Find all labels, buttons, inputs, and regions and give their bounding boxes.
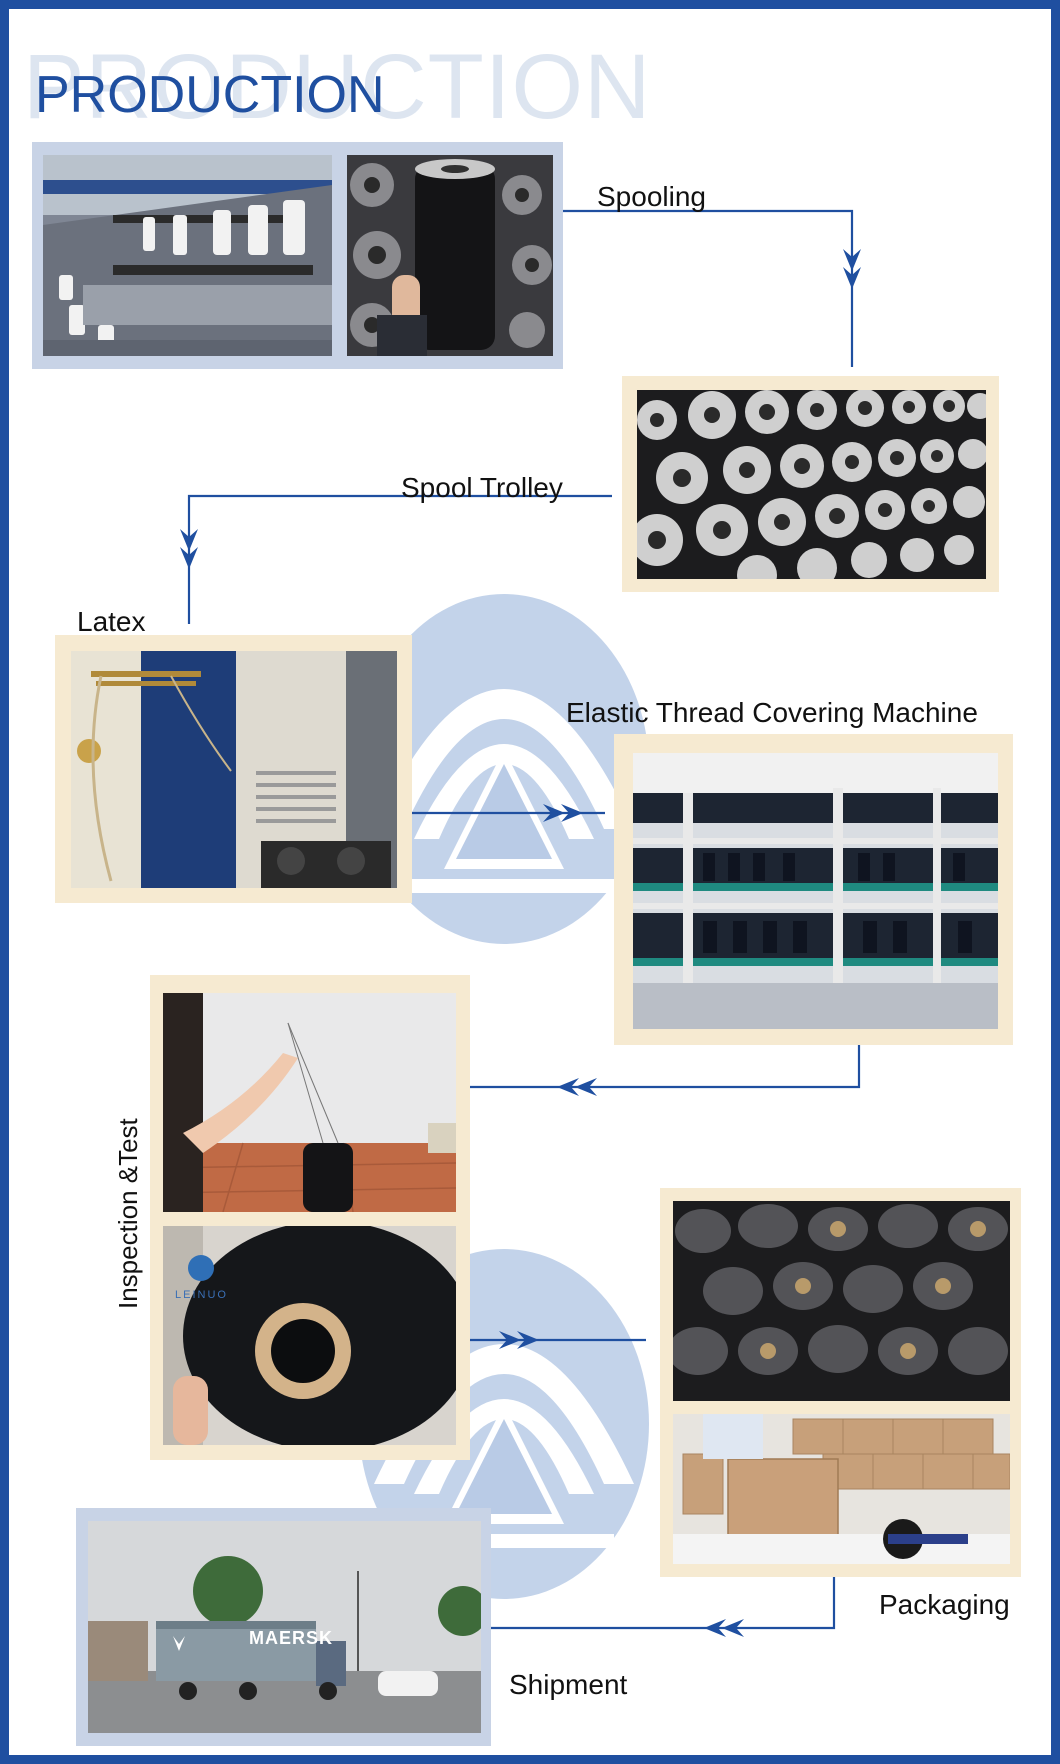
label-shipment: Shipment [509,1669,628,1700]
inspection-spool-closeup-photo [163,1226,456,1445]
label-covering-machine: Elastic Thread Covering Machine [566,697,978,728]
spooling-machine-photo [43,155,332,356]
spool-trolley-photo [637,390,986,579]
packaging-boxes-photo [673,1414,1010,1564]
arrowhead-left [704,1619,726,1637]
latex-machine-photo [71,651,397,888]
arrowhead-down [843,267,861,289]
arrowhead-down [180,547,198,569]
arrowhead-right [561,804,583,822]
arrowhead-left [557,1078,579,1096]
label-latex: Latex [77,606,146,637]
covering-machine-photo [633,753,998,1029]
process-flow-arrows [180,209,861,1637]
label-spool-trolley: Spool Trolley [401,472,563,503]
inspection-test-photo [163,993,456,1212]
arrow-packaging-to-shipment [474,1567,836,1630]
leinuo-brand-text: LEINUO [175,1289,228,1301]
brand-logo-watermark-top [359,594,649,944]
arrowhead-right [517,1331,539,1349]
arrowhead-right [543,804,565,822]
arrowhead-left [575,1078,597,1096]
shipment-truck-photo [88,1521,481,1733]
page-title-watermark: PRODUCTION [23,36,652,138]
arrowhead-left [722,1619,744,1637]
arrowhead-right [499,1331,521,1349]
maersk-container-text: MAERSK [249,1628,334,1648]
label-spooling: Spooling [597,181,706,212]
label-packaging: Packaging [879,1589,1010,1620]
spool-in-hand-photo [347,155,553,356]
arrowhead-down [843,249,861,271]
label-inspection-test: Inspection &Test [113,1118,143,1309]
page-title: PRODUCTION [35,66,385,124]
arrowhead-down [180,529,198,551]
packaging-bags-photo [673,1201,1010,1401]
arrow-trolley-to-latex [187,494,612,624]
arrow-spooling-to-trolley [563,209,854,367]
